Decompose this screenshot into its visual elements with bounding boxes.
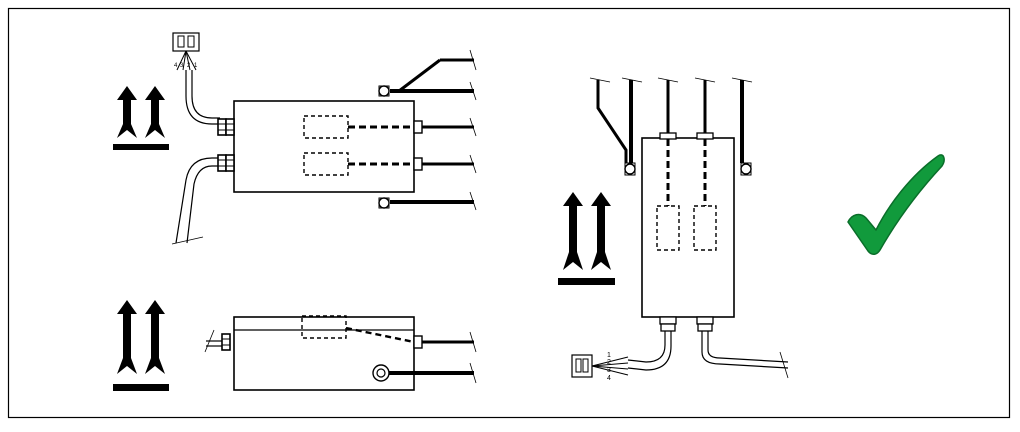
- junction-box-vertical: [641, 137, 735, 318]
- pin-label: 4: [174, 63, 178, 69]
- pin-label: 2: [187, 63, 191, 69]
- this-way-up-arrows-icon: [558, 192, 615, 285]
- junction-box: [233, 100, 415, 193]
- panel-bottom-left: [113, 300, 477, 391]
- pin-label: 3: [180, 63, 184, 69]
- panel-right: 1 2 3 4: [558, 77, 945, 382]
- cable-gland-icon: [217, 154, 227, 172]
- pin-label: 3: [607, 367, 611, 374]
- cable-gland-icon: [217, 118, 227, 136]
- figure-frame: [7, 7, 1011, 419]
- pin-label: 1: [607, 352, 611, 359]
- check-mark-icon: [847, 154, 945, 255]
- connector-plug-icon: 4 3 2 1: [172, 32, 220, 125]
- pin-label: 1: [194, 63, 198, 69]
- cable-gland-icon: [659, 316, 677, 332]
- this-way-up-arrows-icon: [113, 86, 169, 150]
- panel-top-left: 4 3 2 1: [113, 32, 477, 245]
- this-way-up-arrows-icon: [113, 300, 169, 391]
- cable-gland-icon: [221, 333, 231, 351]
- pin-label: 2: [607, 359, 611, 366]
- pin-label: 4: [607, 375, 611, 382]
- connector-plug-icon: 1 2 3 4: [571, 352, 629, 382]
